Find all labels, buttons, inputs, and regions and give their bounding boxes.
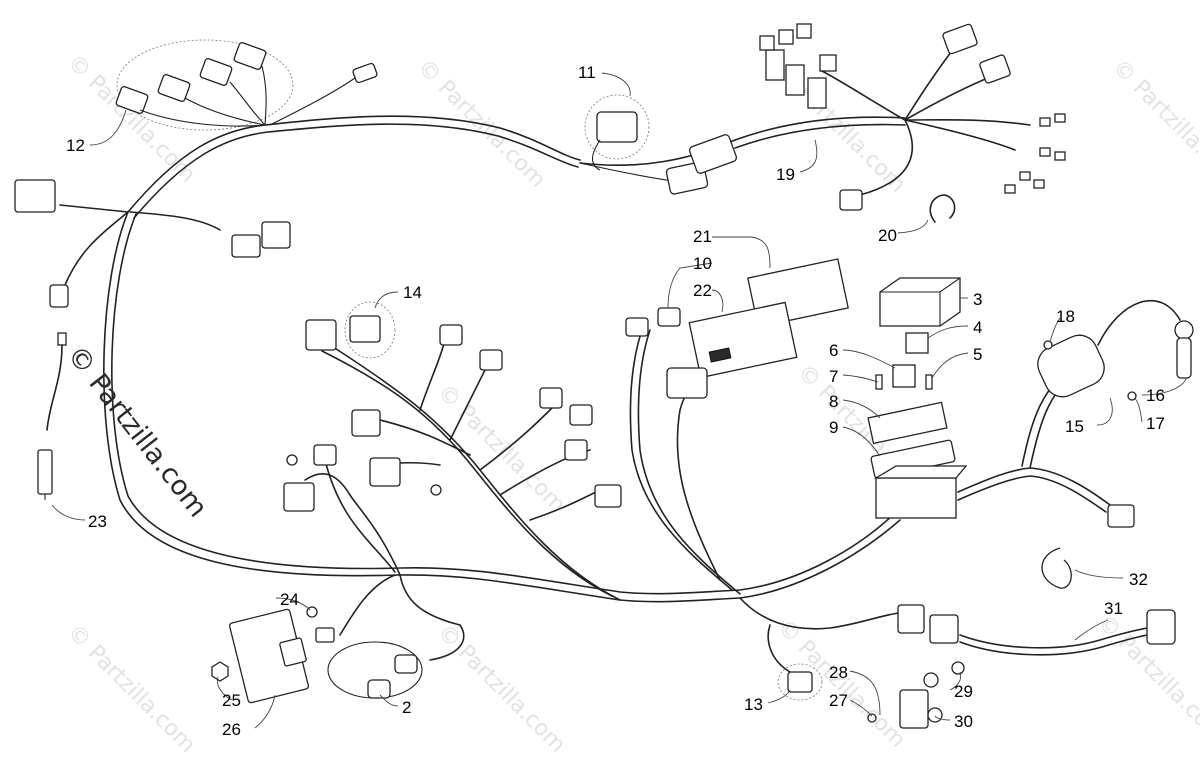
callout-11: 11 [578,63,596,82]
callout-24: 24 [280,590,299,609]
callout-labels: 12 11 19 20 21 10 22 3 4 5 6 7 8 9 14 18… [66,63,1165,739]
callout-25: 25 [222,691,241,710]
callout-28: 28 [829,663,848,682]
callout-3: 3 [973,290,982,309]
callout-27: 27 [829,691,848,710]
connector-left-a [231,234,261,258]
fuse-blocks-19 [759,23,1066,211]
callout-8: 8 [829,392,838,411]
callout-10: 10 [693,254,712,273]
callout-13: 13 [744,695,763,714]
callout-2: 2 [402,698,411,717]
connector-top-left [14,179,56,213]
clip-20 [929,194,956,223]
callout-14: 14 [403,283,422,302]
callout-12: 12 [66,136,85,155]
connector-group-12 [115,39,378,131]
callout-15: 15 [1065,417,1084,436]
connector-10b [657,307,681,327]
callout-6: 6 [829,341,838,360]
callout-5: 5 [973,345,982,364]
callout-16: 16 [1146,386,1165,405]
ecu-21-22 [688,258,849,379]
callout-4: 4 [973,318,982,337]
callout-7: 7 [829,367,838,386]
connector-left-b [261,221,291,249]
callout-21: 21 [693,227,712,246]
callout-9: 9 [829,418,838,437]
callout-32: 32 [1129,570,1148,589]
connector-11 [579,94,738,195]
fuse-box-parts [867,277,968,519]
callout-26: 26 [222,720,241,739]
connector-left-plug [49,284,69,308]
callout-22: 22 [693,281,712,300]
connector-10a [625,317,649,337]
callout-19: 19 [776,165,795,184]
callout-30: 30 [954,712,973,731]
ignition-coil-parts [1037,300,1194,401]
leader-lines [51,72,1187,729]
callout-20: 20 [878,226,897,245]
callout-18: 18 [1056,307,1075,326]
sensor-23 [37,332,67,500]
callout-31: 31 [1104,599,1123,618]
regulator-parts [211,606,423,704]
connector-10c [666,367,708,399]
callout-17: 17 [1146,414,1165,433]
connector-group-14 [283,301,622,512]
switch-parts [777,504,1176,729]
callout-23: 23 [88,512,107,531]
callout-29: 29 [954,682,973,701]
